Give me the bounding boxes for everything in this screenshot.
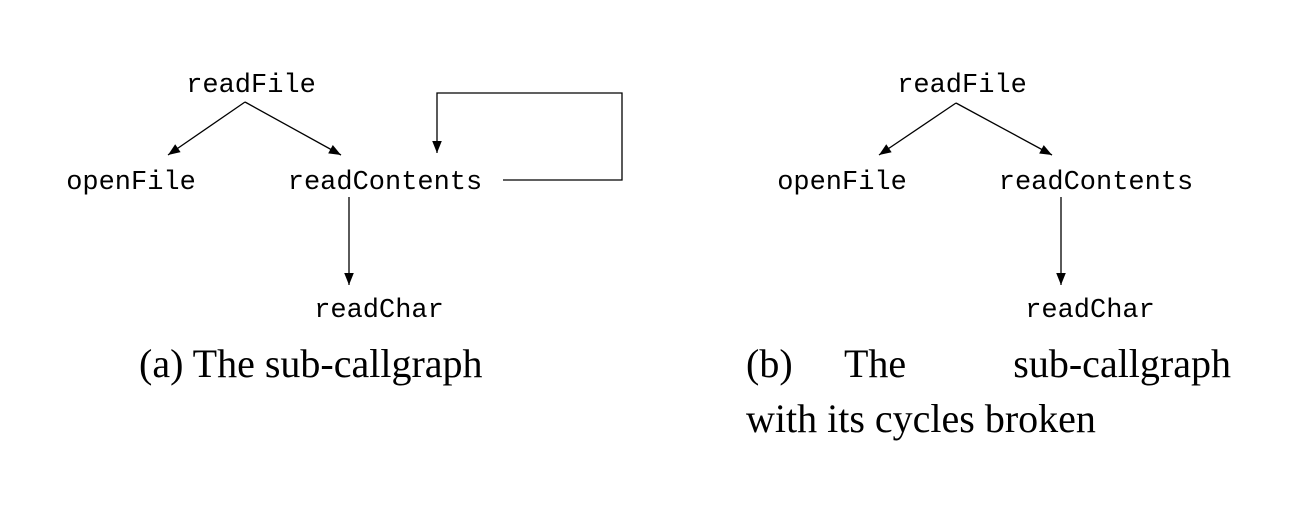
node-a-readcontents: readContents [288, 168, 482, 198]
edge-b-readfile-to-openfile [878, 102, 957, 156]
caption-b-line1-subject: sub-callgraph [1013, 341, 1231, 386]
edge-a-readfile-to-readcontents [244, 101, 342, 156]
panel-b: readFile openFile readContents readChar … [746, 71, 1231, 441]
node-b-readcontents: readContents [999, 168, 1193, 198]
node-a-openfile: openFile [66, 168, 196, 198]
caption-b-line2: with its cycles broken [746, 396, 1096, 441]
node-b-readfile: readFile [897, 71, 1027, 101]
panel-a: readFile openFile readContents readChar … [66, 71, 623, 386]
caption-b-line1-label: (b) [746, 341, 793, 386]
edge-a-readcontents-self-loop [432, 92, 623, 181]
node-b-readchar: readChar [1025, 296, 1155, 326]
node-b-openfile: openFile [777, 168, 907, 198]
node-a-readfile: readFile [186, 71, 316, 101]
edge-a-readfile-to-openfile [167, 101, 246, 156]
caption-a: (a) The sub-callgraph [139, 341, 483, 386]
caption-b-line1-word: The [844, 341, 906, 386]
edge-b-readfile-to-readcontents [955, 102, 1053, 156]
node-a-readchar: readChar [314, 296, 444, 326]
